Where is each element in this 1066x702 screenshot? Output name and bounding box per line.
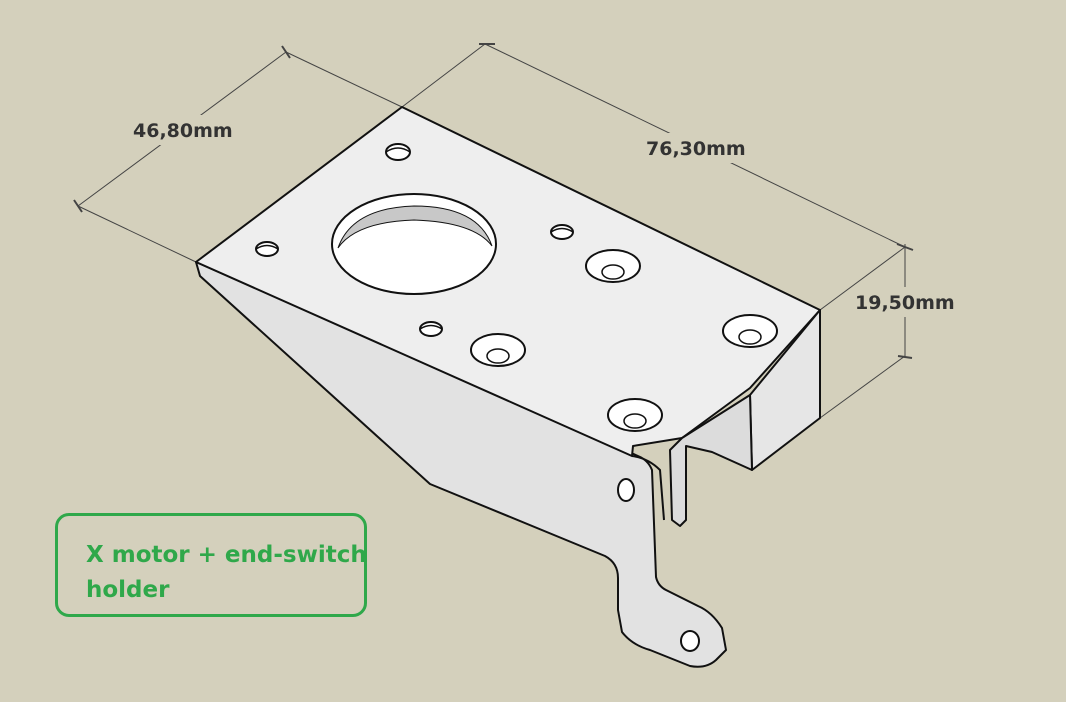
dim-height-ext-bottom <box>819 355 906 419</box>
caption-line-1: X motor + end-switch <box>86 542 367 568</box>
small-hole-4 <box>419 321 443 337</box>
bracket-part <box>195 106 821 668</box>
dim-tick-marks <box>73 43 914 359</box>
holes <box>255 143 778 652</box>
small-hole-3 <box>550 224 574 240</box>
caption-line-2: holder <box>86 577 170 603</box>
caption-box: X motor + end-switch holder <box>55 513 367 617</box>
slot-back-wall <box>669 394 753 527</box>
slot-edge <box>631 455 665 521</box>
side-hole-foot <box>680 630 700 652</box>
dim-depth-label: 46,80mm <box>133 120 233 142</box>
small-hole-1 <box>385 143 411 161</box>
dim-depth-ext-right <box>285 51 403 108</box>
countersunk-hole-4 <box>607 398 663 432</box>
countersunk-hole-1 <box>585 249 641 283</box>
side-wall <box>195 261 727 668</box>
dimension-lines <box>73 43 914 419</box>
side-hole-upper <box>617 478 635 502</box>
top-plate <box>195 106 821 457</box>
dim-depth-ext-left <box>77 205 197 263</box>
dim-length-label: 76,30mm <box>646 138 746 160</box>
countersunk-hole-2 <box>722 314 778 348</box>
dim-height-label: 19,50mm <box>855 292 955 314</box>
dim-length-ext-right <box>819 246 906 311</box>
motor-center-hole <box>331 193 497 295</box>
countersunk-hole-3 <box>470 333 526 367</box>
dim-length-ext-top <box>401 43 486 108</box>
small-hole-2 <box>255 241 279 257</box>
